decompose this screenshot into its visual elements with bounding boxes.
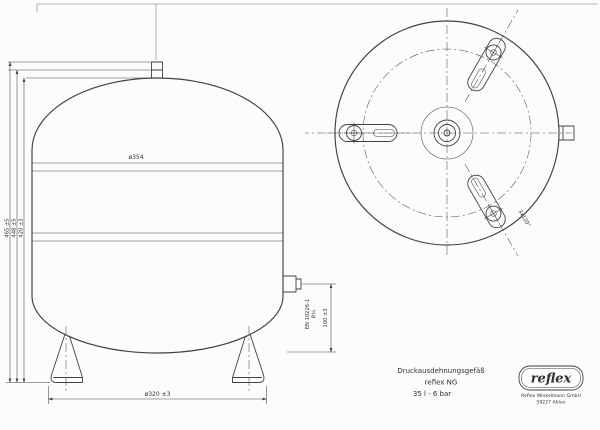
thread-size-label: R¾ bbox=[312, 310, 318, 319]
height-dim-label-outer: 465 ±5 bbox=[5, 218, 11, 237]
thread-standard-label: EN 10226-1 bbox=[305, 299, 311, 329]
series-name: reflex NG bbox=[425, 379, 458, 387]
side-connection-stub bbox=[282, 275, 302, 293]
leg-centerlines bbox=[65, 326, 250, 392]
logo-inner-border bbox=[521, 368, 581, 388]
vessel-outline bbox=[31, 77, 284, 354]
leg-bolt-crossmark bbox=[344, 122, 364, 144]
capacity-pressure: 35 l - 6 bar bbox=[413, 390, 451, 398]
extension-lines bbox=[6, 61, 336, 404]
logo-outer-border bbox=[518, 365, 584, 391]
frame-border-line bbox=[36, 3, 598, 12]
top-leg-left bbox=[305, 122, 411, 144]
top-leg-lower-right bbox=[464, 164, 519, 257]
center-fitting bbox=[420, 106, 474, 160]
top-fitting bbox=[151, 61, 163, 79]
leg-bolt-crossmark bbox=[484, 204, 503, 223]
leg-bracket bbox=[338, 124, 398, 142]
leg-left bbox=[50, 333, 83, 383]
weld-seam-lines bbox=[32, 162, 283, 242]
vessel-diameter-label: ø354 bbox=[128, 154, 143, 161]
leg-right bbox=[232, 333, 265, 383]
company-city: 59227 Ahlen bbox=[536, 400, 565, 406]
leg-bolt-crossmark bbox=[484, 43, 503, 62]
company-logo: reflex bbox=[518, 365, 584, 391]
height-dim-label-inner: 420 ±3 bbox=[19, 218, 25, 237]
logo-text: reflex bbox=[531, 372, 572, 387]
leg-slot bbox=[471, 68, 486, 89]
leg-bracket bbox=[467, 37, 506, 92]
fitting-inner-circle bbox=[438, 124, 456, 142]
company-name: Reflex Winkelmann GmbH bbox=[521, 393, 581, 399]
fitting-bore-circle bbox=[443, 129, 451, 137]
top-view: 3x120° bbox=[305, 8, 575, 258]
height-dim-label-mid: 448 ±5 bbox=[12, 218, 18, 237]
top-leg-upper-right bbox=[464, 9, 519, 102]
side-connection-top-view bbox=[558, 125, 575, 141]
connection-height-label: 100 ±3 bbox=[323, 308, 329, 327]
leg-slot bbox=[373, 129, 395, 137]
front-view: 465 ±5 448 ±5 420 ±3 ø354 ø320 ±3 100 ±3… bbox=[5, 61, 336, 404]
drawing-frame bbox=[36, 3, 598, 60]
title-block: Druckausdehnungsgefäß reflex NG 35 l - 6… bbox=[397, 365, 584, 406]
base-circle-label: ø320 ±3 bbox=[145, 391, 171, 398]
fitting-outer-circle bbox=[433, 119, 461, 147]
leg-slot bbox=[471, 177, 486, 198]
product-name: Druckausdehnungsgefäß bbox=[397, 367, 485, 375]
fitting-flange-circle bbox=[420, 106, 474, 160]
leg-bracket bbox=[467, 174, 506, 229]
